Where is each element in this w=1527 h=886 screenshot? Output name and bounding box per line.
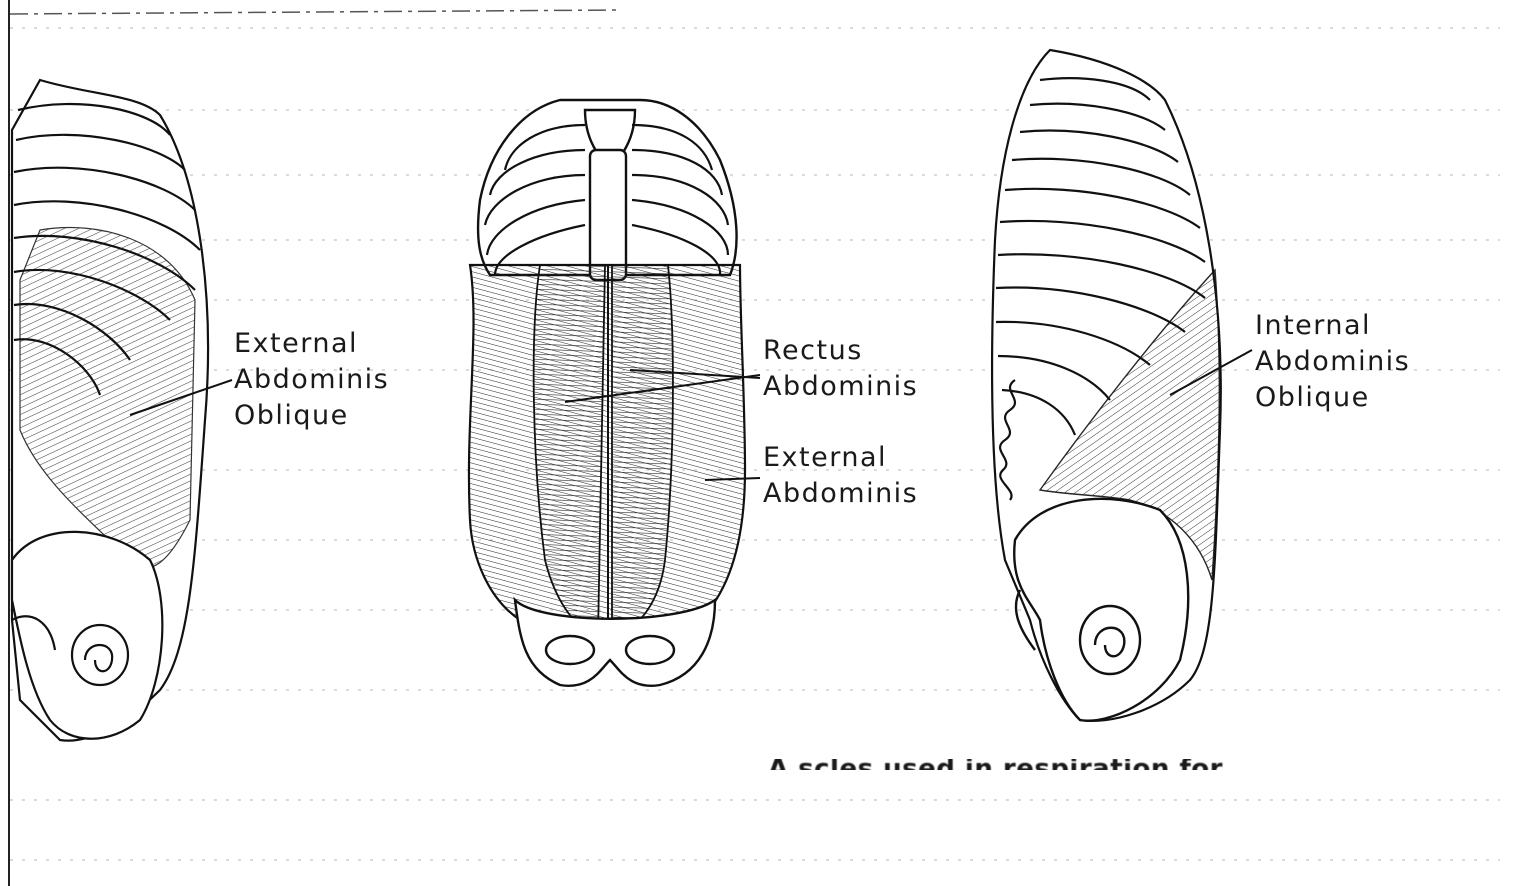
caption-text: A scles used in respiration for bbox=[768, 754, 1223, 770]
figure-front-view bbox=[469, 100, 760, 686]
center-abdomen-outline bbox=[469, 265, 745, 620]
label-external-abdominis: External Abdominis bbox=[763, 440, 918, 512]
figure-side-view-left bbox=[12, 80, 232, 741]
caption-fragment: A scles used in respiration for bbox=[768, 748, 1458, 770]
label-line-3: Oblique bbox=[1255, 380, 1410, 416]
label-line-1: External bbox=[234, 326, 389, 362]
label-line-1: Rectus bbox=[763, 333, 918, 369]
label-internal-abdominis-oblique: Internal Abdominis Oblique bbox=[1255, 308, 1410, 416]
top-edge-line bbox=[10, 10, 620, 14]
label-line-2: Abdominis bbox=[234, 362, 389, 398]
label-line-1: Internal bbox=[1255, 308, 1410, 344]
figure-side-view-right bbox=[992, 50, 1252, 721]
background-scan-lines bbox=[10, 28, 1500, 860]
label-line-2: Abdominis bbox=[1255, 344, 1410, 380]
label-line-1: External bbox=[763, 440, 918, 476]
label-line-3: Oblique bbox=[234, 398, 389, 434]
label-line-2: Abdominis bbox=[763, 369, 918, 405]
label-external-abdominis-oblique: External Abdominis Oblique bbox=[234, 326, 389, 434]
label-rectus-abdominis: Rectus Abdominis bbox=[763, 333, 918, 405]
label-line-2: Abdominis bbox=[763, 476, 918, 512]
